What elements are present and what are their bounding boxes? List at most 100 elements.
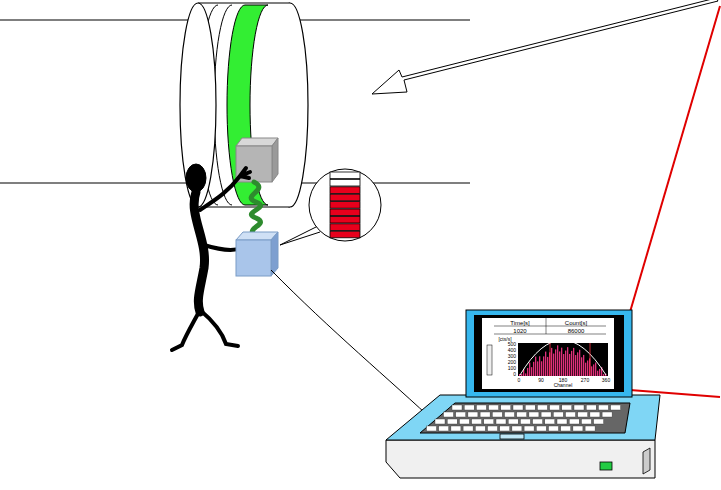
side-port: [643, 448, 650, 474]
axis-tick-label: 90: [538, 378, 544, 383]
power-light: [600, 462, 612, 470]
axis-tick-label: 0: [518, 378, 521, 383]
spectrum-bar: [545, 352, 546, 376]
figure-arm: [200, 168, 250, 210]
key: [602, 412, 612, 417]
coiled-cable: [251, 182, 260, 234]
axis-tick-label: 270: [581, 378, 589, 383]
spectrum-bar: [563, 354, 564, 376]
key: [533, 419, 543, 424]
spectrum-bar: [551, 348, 552, 376]
key: [550, 405, 560, 410]
ring-edge: [214, 5, 232, 205]
laptop: [386, 310, 660, 478]
key: [537, 405, 547, 410]
key: [611, 405, 621, 410]
axis-title: Channel: [554, 383, 573, 388]
level-bar: [330, 187, 360, 194]
key: [557, 419, 567, 424]
touchpad: [500, 434, 524, 439]
table-cell: Time[s]: [510, 320, 529, 326]
axis-tick-label: 100: [508, 366, 516, 371]
spectrum-bar: [521, 374, 522, 376]
key: [505, 412, 515, 417]
key: [496, 419, 506, 424]
detector-side: [272, 138, 278, 182]
key: [501, 405, 511, 410]
key: [524, 426, 534, 431]
spectrum-bar: [593, 364, 594, 376]
spectrum-bar: [535, 357, 536, 376]
axis-tick-label: 400: [508, 348, 516, 353]
key: [492, 412, 502, 417]
key: [468, 412, 478, 417]
key: [500, 426, 510, 431]
zoom-line: [630, 6, 720, 312]
spectrum-bar: [547, 357, 548, 376]
axis-tick-label: 0: [513, 372, 516, 377]
axis-tick-label: 360: [602, 378, 610, 383]
axis-tick-label: 300: [508, 354, 516, 359]
spectrum-bar: [591, 366, 592, 376]
key: [529, 412, 539, 417]
level-bar: [330, 172, 360, 179]
axis-tick-label: 500: [508, 342, 516, 347]
level-bar: [330, 209, 360, 216]
spectrum-bar: [573, 348, 574, 376]
spectrum-bar: [533, 362, 534, 376]
axis-tick-label: 200: [508, 360, 516, 365]
key: [459, 419, 469, 424]
screen-frame: [466, 310, 632, 397]
roi-marker: [590, 343, 591, 376]
key: [561, 426, 571, 431]
key: [517, 412, 527, 417]
spectrum-bar: [525, 373, 526, 376]
ring-edge: [198, 2, 290, 3]
key: [476, 405, 486, 410]
spectrum-bar: [561, 348, 562, 376]
spectrum-bar: [597, 371, 598, 376]
spectrum-bar: [559, 351, 560, 376]
spectrum-bar: [583, 355, 584, 376]
key: [447, 419, 457, 424]
axis-tick-label: 180: [559, 378, 567, 383]
level-bar: [330, 202, 360, 209]
device-side: [271, 232, 278, 276]
key: [512, 426, 522, 431]
key: [464, 405, 474, 410]
key: [581, 419, 591, 424]
key: [586, 405, 596, 410]
table-rule: [494, 326, 606, 327]
key: [488, 426, 498, 431]
spectrum-bar: [575, 355, 576, 376]
figure-legs: [172, 310, 238, 350]
spectrum-bar: [537, 361, 538, 376]
data-cable: [271, 270, 438, 425]
table-cell: Count[s]: [565, 320, 587, 326]
spectrum-bar: [585, 363, 586, 376]
spectrum-bar: [577, 352, 578, 376]
table-rule: [546, 318, 547, 334]
level-bar: [330, 179, 360, 186]
key: [444, 412, 454, 417]
level-meter: [330, 172, 360, 238]
speech-bubble: [309, 169, 381, 241]
key: [452, 405, 462, 410]
ring-front: [180, 3, 216, 207]
laptop-base: [386, 440, 655, 478]
axis-tick-label: [cts/s]: [498, 337, 511, 342]
table-rule: [494, 334, 606, 335]
key: [427, 426, 437, 431]
spectrum-bar: [529, 363, 530, 376]
spectrum-bar: [603, 374, 604, 376]
key: [456, 412, 466, 417]
spectrum-bar: [569, 354, 570, 376]
key: [472, 419, 482, 424]
key: [536, 426, 546, 431]
key: [541, 412, 551, 417]
pointer-arrow: [372, 0, 718, 94]
spectrum-bar: [567, 347, 568, 376]
key: [484, 419, 494, 424]
detector-top: [236, 138, 278, 146]
